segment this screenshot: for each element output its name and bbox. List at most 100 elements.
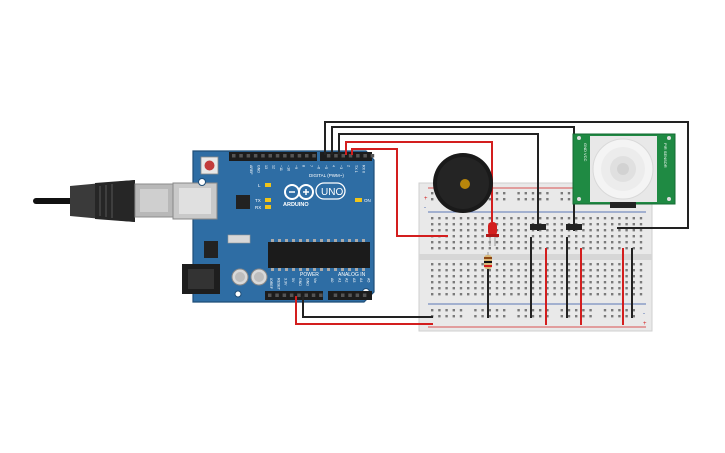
- header-pin[interactable]: [326, 154, 331, 158]
- breadboard-hole[interactable]: [639, 293, 643, 296]
- breadboard-hole[interactable]: [539, 275, 542, 278]
- breadboard-hole[interactable]: [625, 293, 628, 296]
- breadboard-hole[interactable]: [474, 281, 477, 284]
- breadboard-hole[interactable]: [452, 235, 455, 238]
- breadboard-hole[interactable]: [560, 263, 563, 266]
- breadboard-hole[interactable]: [611, 223, 614, 226]
- breadboard-hole[interactable]: [603, 275, 607, 278]
- breadboard-hole[interactable]: [503, 293, 506, 296]
- breadboard-hole[interactable]: [510, 293, 513, 296]
- power-header[interactable]: [265, 291, 323, 300]
- breadboard-hole[interactable]: [517, 192, 520, 195]
- breadboard-hole[interactable]: [632, 235, 635, 238]
- breadboard-hole[interactable]: [582, 247, 585, 250]
- breadboard-hole[interactable]: [459, 287, 463, 290]
- breadboard-hole[interactable]: [474, 269, 477, 272]
- breadboard-hole[interactable]: [553, 293, 556, 296]
- breadboard-hole[interactable]: [553, 241, 556, 244]
- breadboard-hole[interactable]: [503, 281, 506, 284]
- header-pin[interactable]: [239, 154, 243, 158]
- breadboard-hole[interactable]: [575, 275, 578, 278]
- breadboard-hole[interactable]: [611, 263, 614, 266]
- breadboard-hole[interactable]: [510, 217, 513, 220]
- breadboard-hole[interactable]: [639, 229, 643, 232]
- breadboard-hole[interactable]: [618, 293, 621, 296]
- breadboard-hole[interactable]: [546, 269, 549, 272]
- breadboard-hole[interactable]: [452, 241, 455, 244]
- breadboard-hole[interactable]: [445, 263, 448, 266]
- breadboard-hole[interactable]: [575, 235, 578, 238]
- breadboard-hole[interactable]: [531, 281, 535, 284]
- header-pin[interactable]: [333, 293, 338, 298]
- breadboard-hole[interactable]: [596, 229, 599, 232]
- breadboard-hole[interactable]: [452, 315, 455, 318]
- breadboard-hole[interactable]: [618, 229, 621, 232]
- breadboard-hole[interactable]: [445, 223, 448, 226]
- breadboard-hole[interactable]: [632, 281, 635, 284]
- breadboard-hole[interactable]: [582, 241, 585, 244]
- breadboard-hole[interactable]: [625, 223, 628, 226]
- breadboard-hole[interactable]: [567, 229, 571, 232]
- breadboard-hole[interactable]: [488, 275, 491, 278]
- breadboard-hole[interactable]: [438, 309, 441, 312]
- breadboard-hole[interactable]: [517, 223, 520, 226]
- breadboard-hole[interactable]: [510, 247, 513, 250]
- breadboard-hole[interactable]: [467, 275, 470, 278]
- breadboard-hole[interactable]: [495, 223, 499, 226]
- breadboard-hole[interactable]: [474, 241, 477, 244]
- breadboard-hole[interactable]: [596, 223, 599, 226]
- breadboard-hole[interactable]: [517, 293, 520, 296]
- breadboard-hole[interactable]: [625, 281, 628, 284]
- breadboard-hole[interactable]: [632, 309, 635, 312]
- breadboard-hole[interactable]: [560, 217, 563, 220]
- breadboard-hole[interactable]: [510, 281, 513, 284]
- breadboard-hole[interactable]: [445, 275, 448, 278]
- breadboard-hole[interactable]: [618, 275, 621, 278]
- resistor[interactable]: [484, 252, 492, 269]
- breadboard-hole[interactable]: [553, 281, 556, 284]
- breadboard-hole[interactable]: [603, 309, 607, 312]
- breadboard-hole[interactable]: [553, 287, 556, 290]
- breadboard-hole[interactable]: [553, 263, 556, 266]
- breadboard-hole[interactable]: [618, 247, 621, 250]
- breadboard-hole[interactable]: [589, 309, 592, 312]
- breadboard-hole[interactable]: [459, 241, 463, 244]
- usb-cable[interactable]: [33, 180, 174, 222]
- breadboard-hole[interactable]: [517, 269, 520, 272]
- header-pin[interactable]: [305, 154, 309, 158]
- header-pin[interactable]: [289, 293, 294, 298]
- breadboard-hole[interactable]: [495, 293, 499, 296]
- breadboard-hole[interactable]: [445, 217, 448, 220]
- breadboard-hole[interactable]: [459, 281, 463, 284]
- breadboard-hole[interactable]: [474, 229, 477, 232]
- breadboard-hole[interactable]: [632, 275, 635, 278]
- breadboard-hole[interactable]: [611, 315, 614, 318]
- breadboard-hole[interactable]: [431, 198, 434, 201]
- breadboard-hole[interactable]: [503, 315, 506, 318]
- breadboard-hole[interactable]: [467, 269, 470, 272]
- breadboard-hole[interactable]: [560, 223, 563, 226]
- connector-1[interactable]: [530, 224, 546, 230]
- breadboard-hole[interactable]: [611, 275, 614, 278]
- breadboard-hole[interactable]: [524, 241, 527, 244]
- breadboard-hole[interactable]: [582, 275, 585, 278]
- breadboard-hole[interactable]: [531, 315, 535, 318]
- breadboard-hole[interactable]: [431, 309, 434, 312]
- breadboard-hole[interactable]: [611, 217, 614, 220]
- breadboard-hole[interactable]: [510, 241, 513, 244]
- header-pin[interactable]: [290, 154, 294, 158]
- breadboard-hole[interactable]: [539, 217, 542, 220]
- breadboard-hole[interactable]: [503, 269, 506, 272]
- header-pin[interactable]: [362, 293, 367, 298]
- breadboard-hole[interactable]: [611, 241, 614, 244]
- breadboard-hole[interactable]: [560, 281, 563, 284]
- breadboard-hole[interactable]: [560, 275, 563, 278]
- breadboard-hole[interactable]: [546, 198, 549, 201]
- breadboard-hole[interactable]: [539, 293, 542, 296]
- breadboard-hole[interactable]: [539, 309, 542, 312]
- breadboard-hole[interactable]: [445, 247, 448, 250]
- header-pin[interactable]: [370, 154, 375, 158]
- header-pin[interactable]: [341, 293, 345, 298]
- header-pin[interactable]: [253, 154, 258, 158]
- breadboard-hole[interactable]: [431, 217, 434, 220]
